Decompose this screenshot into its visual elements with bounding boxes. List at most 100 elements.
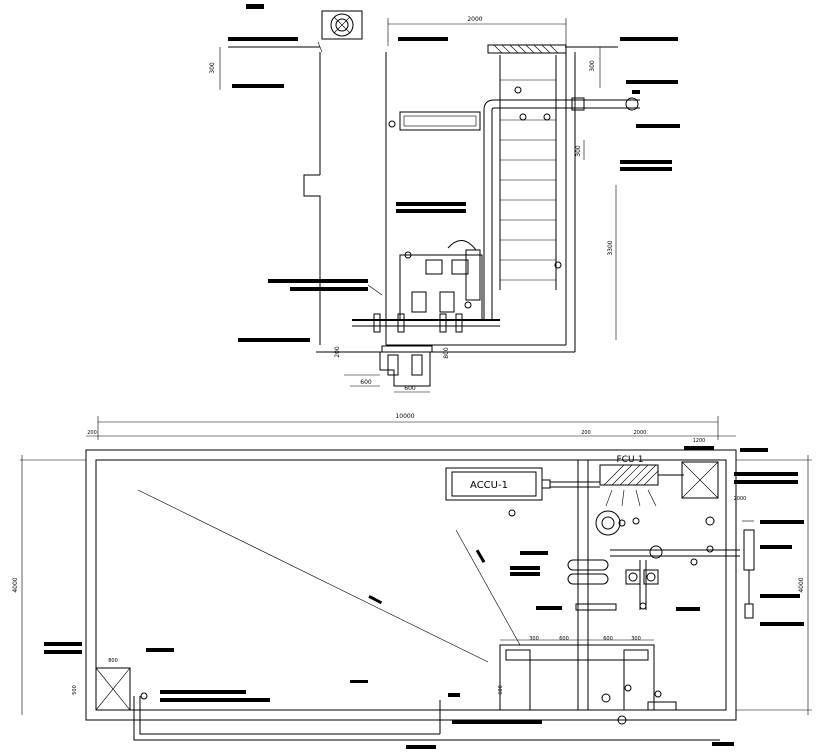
top-note-tag (398, 37, 448, 41)
accu-label: ACCU-1 (470, 480, 508, 491)
svg-text:600: 600 (404, 385, 416, 392)
pump-plan-tag-3 (510, 572, 540, 576)
seg-1200-dim: 1200 (693, 438, 706, 444)
plan-view: 10000 200 200 2000 1200 4000 4000 (12, 413, 812, 749)
pipe-tag-small (632, 90, 640, 94)
right-level-tag (626, 80, 678, 84)
riser-pipe (483, 97, 640, 320)
diagonal-line (137, 489, 489, 663)
svg-text:300: 300 (631, 636, 641, 642)
pump-note-tag-2 (396, 209, 466, 213)
pipe-note-tag-2 (290, 287, 368, 291)
dim-side-800: 800 (443, 347, 450, 359)
branch-tag (760, 520, 804, 524)
dim-side-small: 200 (334, 346, 341, 358)
right-branch-pipe (742, 520, 755, 619)
drain-right-tag (712, 742, 734, 746)
drain-note-tag (160, 690, 246, 694)
drain-pipe (133, 692, 720, 741)
access-grille (487, 44, 567, 54)
overall-width-label: 10000 (395, 413, 414, 420)
dim-step-300: 300 (575, 140, 585, 160)
pipe-note-tag (268, 279, 368, 283)
plan-pit: 300 600 600 300 600 (498, 636, 677, 711)
svg-text:800: 800 (108, 658, 118, 664)
svg-text:600: 600 (603, 636, 613, 642)
svg-text:600: 600 (559, 636, 569, 642)
light-fixture (399, 111, 481, 131)
drain-bottom-tag-2 (406, 745, 436, 749)
branch-tag-4 (760, 622, 804, 626)
seg-2000-dim: 2000 (634, 430, 647, 436)
dim-left-label: 300 (209, 62, 216, 74)
small-pit: 800 500 (72, 658, 131, 711)
pump-cluster (567, 510, 740, 611)
branch-tag-3 (760, 594, 800, 598)
diagonal-line (455, 529, 521, 646)
shaft-note-tag (734, 472, 798, 476)
valve-icon (519, 113, 527, 121)
top-right-note-tag (620, 37, 678, 41)
valve-icon (543, 113, 551, 121)
fan-tag (246, 4, 264, 9)
drain-note-tag-2 (160, 698, 270, 702)
left-level-tag (232, 84, 284, 88)
branch-tag-2 (760, 545, 792, 549)
dim-left-300: 300 (209, 47, 221, 90)
fcu-unit: FCU-1 (599, 455, 684, 507)
plan-right-tag (740, 448, 768, 452)
step-note-tag (620, 160, 672, 164)
fan-note-tag (228, 37, 298, 41)
outlet-icon (388, 120, 396, 128)
dim-height-3300: 3300 (607, 185, 617, 340)
sump-pit (344, 345, 433, 387)
pump-note-tag (396, 202, 466, 206)
dim-bottom-600b: 600 (394, 385, 430, 393)
pump-plan-tag-4 (536, 606, 562, 610)
pump-plan-tag-5 (676, 607, 700, 611)
dim-bottom-600a: 600 (350, 379, 380, 387)
dim-width-2000: 2000 (387, 16, 567, 46)
pit-structure (303, 52, 576, 353)
shaft-note-tag-2 (734, 480, 798, 484)
dim-height-label: 3300 (607, 240, 614, 255)
plan-walls (20, 449, 812, 721)
suction-pipe (352, 313, 500, 333)
outlet-icon (554, 261, 562, 269)
exhaust-fan-icon (321, 10, 363, 40)
svg-text:300: 300 (529, 636, 539, 642)
drain-bottom-tag (452, 720, 542, 724)
fcu-label: FCU-1 (616, 455, 643, 465)
slope-tag (350, 680, 368, 683)
riser-tag (636, 124, 680, 128)
dim-step-label: 300 (575, 145, 582, 157)
mid-edge-dim: 200 (581, 430, 591, 436)
clear-opening-tag (684, 446, 714, 450)
pit-height-dim: 600 (498, 685, 504, 695)
section-view: 2000 300 300 (209, 4, 680, 393)
dim-height-right: 4000 (798, 455, 809, 715)
small-pit-tag-3 (146, 648, 174, 652)
valve-icon (514, 86, 522, 94)
small-pit-tag (44, 642, 82, 646)
left-edge-dim: 200 (87, 430, 97, 436)
dim-right-label: 300 (589, 60, 596, 72)
svg-text:600: 600 (360, 379, 372, 386)
svg-text:500: 500 (72, 685, 78, 695)
accu-unit: ACCU-1 (445, 467, 600, 501)
floor-note-tag (238, 338, 310, 342)
riser-shaft (681, 461, 719, 499)
step-note-tag-2 (620, 167, 672, 171)
seg-2000-lower-dim: 2000 (734, 496, 747, 502)
pump-plan-tag-2 (510, 566, 540, 570)
small-pit-tag-2 (44, 650, 82, 654)
dim-height-left: 4000 (12, 455, 23, 715)
drain-tag-small (448, 693, 460, 697)
dim-right-300: 300 (589, 47, 601, 88)
svg-text:4000: 4000 (12, 577, 19, 592)
dim-width-label: 2000 (467, 16, 482, 23)
pump-plan-tag (520, 551, 548, 555)
ladder (499, 55, 557, 290)
svg-text:4000: 4000 (798, 577, 805, 592)
